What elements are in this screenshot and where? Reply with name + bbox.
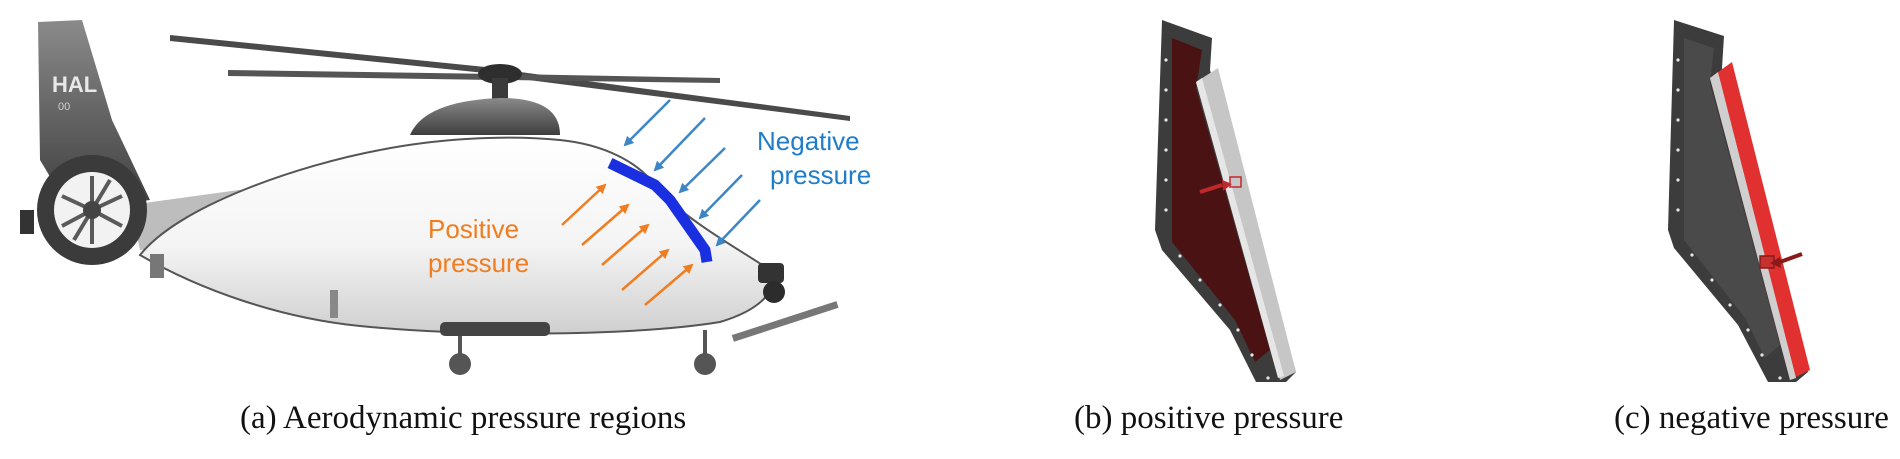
negative-pressure-arrows [623,99,761,247]
positive-pressure-label-line2: pressure [428,248,529,278]
caption-b: (b) positive pressure [1074,400,1344,436]
panel-c [1630,0,1900,400]
helicopter-diagram: HAL 00 [20,20,871,375]
window-panel-negative [1668,20,1810,382]
rivets [1676,58,1782,380]
caption-c: (c) negative pressure [1614,400,1889,436]
load-arrow [1759,252,1803,269]
positive-pressure-arrows [561,183,694,306]
caption-a: (a) Aerodynamic pressure regions [240,400,687,436]
rivets [1164,58,1270,380]
panel-b [1100,0,1360,400]
window-highlight [607,158,713,263]
positive-pressure-label-line1: Positive [428,214,519,244]
window-panel-positive [1155,20,1296,382]
fuselage [138,136,774,335]
landing-gear [150,254,716,375]
tail-code: HAL [52,72,97,97]
negative-pressure-label-line1: Negative [757,126,860,156]
negative-pressure-label-line2: pressure [770,160,871,190]
nose-turret [731,263,839,342]
tail-number: 00 [58,101,70,113]
load-arrow [1199,176,1242,194]
engine-cowling [410,98,560,135]
panel-a: HAL 00 [0,0,900,400]
main-rotor [170,35,850,121]
